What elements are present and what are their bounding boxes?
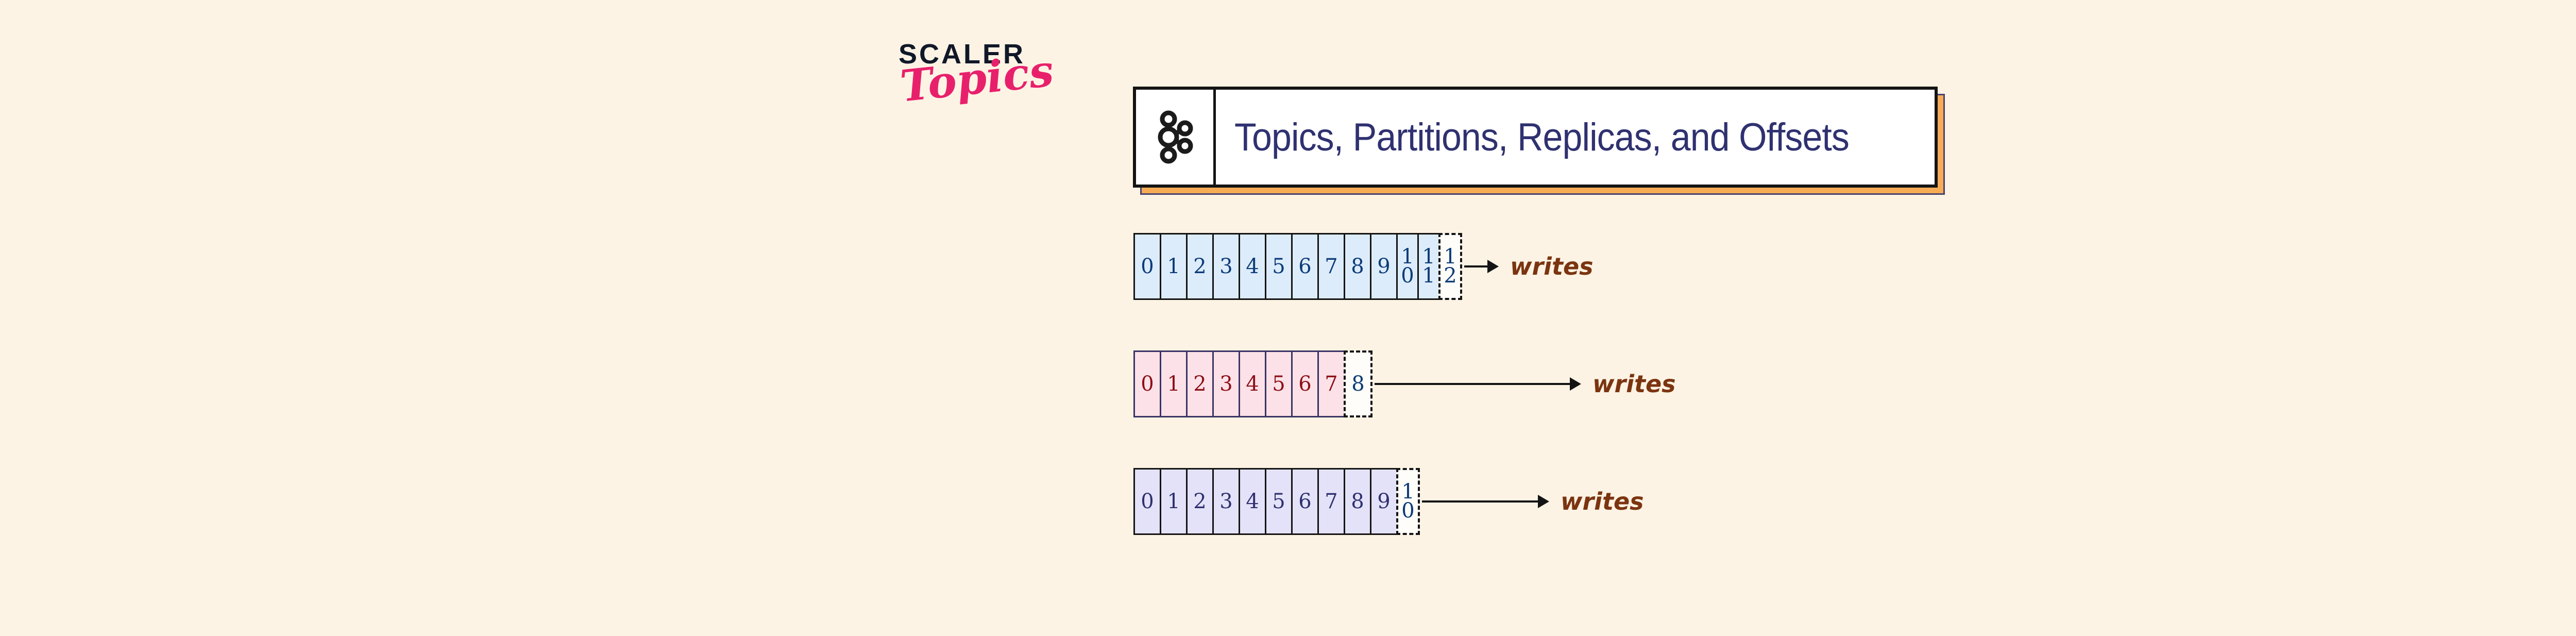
next-offset-cell: 10 xyxy=(1396,468,1420,535)
offset-cell: 8 xyxy=(1344,468,1371,535)
brand-name-scaler: SCALER xyxy=(899,39,1026,70)
arrow-shaft xyxy=(1422,500,1538,503)
writes-label: writes xyxy=(1592,370,1676,398)
next-offset-cell: 12 xyxy=(1438,233,1462,300)
offset-cell: 11 xyxy=(1417,233,1440,300)
offset-cell: 4 xyxy=(1239,350,1266,417)
offset-cell: 1 xyxy=(1160,350,1188,417)
offset-cell: 5 xyxy=(1265,233,1293,300)
banner-text-cell: Topics, Partitions, Replicas, and Offset… xyxy=(1216,90,1935,185)
offset-cell: 2 xyxy=(1186,233,1214,300)
offset-cell: 2 xyxy=(1186,468,1214,535)
writes-group: writes xyxy=(1420,468,1644,535)
next-offset-cell: 8 xyxy=(1344,350,1372,417)
writes-arrow-icon xyxy=(1375,377,1581,391)
arrow-head xyxy=(1487,260,1499,273)
offset-cell: 8 xyxy=(1344,233,1371,300)
offset-cell: 4 xyxy=(1239,233,1266,300)
offset-cell: 10 xyxy=(1396,233,1419,300)
apache-kafka-logo-icon xyxy=(1158,110,1193,164)
offset-cell: 5 xyxy=(1265,468,1293,535)
offset-cell: 9 xyxy=(1370,233,1398,300)
offset-cell: 0 xyxy=(1133,233,1161,300)
offset-cell: 1 xyxy=(1160,233,1188,300)
arrow-shaft xyxy=(1375,383,1570,385)
offset-cell: 2 xyxy=(1186,350,1214,417)
offset-cell: 0 xyxy=(1133,468,1161,535)
writes-arrow-icon xyxy=(1422,495,1549,508)
page-title: Topics, Partitions, Replicas, and Offset… xyxy=(1234,115,1850,159)
offset-cell: 9 xyxy=(1370,468,1398,535)
offset-cell: 4 xyxy=(1239,468,1266,535)
writes-group: writes xyxy=(1462,233,1594,300)
writes-label: writes xyxy=(1561,488,1644,515)
offset-cell: 7 xyxy=(1317,233,1345,300)
writes-group: writes xyxy=(1372,350,1676,417)
banner-face: Topics, Partitions, Replicas, and Offset… xyxy=(1133,87,1938,188)
offset-cell: 3 xyxy=(1212,468,1240,535)
offset-cell: 7 xyxy=(1317,350,1345,417)
offset-cell: 0 xyxy=(1133,350,1161,417)
arrow-head xyxy=(1570,377,1581,391)
offset-cell: 1 xyxy=(1160,468,1188,535)
writes-arrow-icon xyxy=(1464,260,1499,273)
writes-label: writes xyxy=(1510,253,1594,280)
offset-cell: 3 xyxy=(1212,233,1240,300)
offset-cell: 3 xyxy=(1212,350,1240,417)
arrow-head xyxy=(1538,495,1549,508)
title-banner: Topics, Partitions, Replicas, and Offset… xyxy=(1133,87,1945,195)
offset-cell: 7 xyxy=(1317,468,1345,535)
offset-cell: 5 xyxy=(1265,350,1293,417)
banner-icon-cell xyxy=(1136,90,1216,185)
scaler-topics-logo: SCALER Topics xyxy=(898,39,1074,133)
offset-cell: 6 xyxy=(1291,350,1319,417)
offset-cell: 6 xyxy=(1291,468,1319,535)
arrow-shaft xyxy=(1464,265,1488,267)
offset-cell: 6 xyxy=(1291,233,1319,300)
